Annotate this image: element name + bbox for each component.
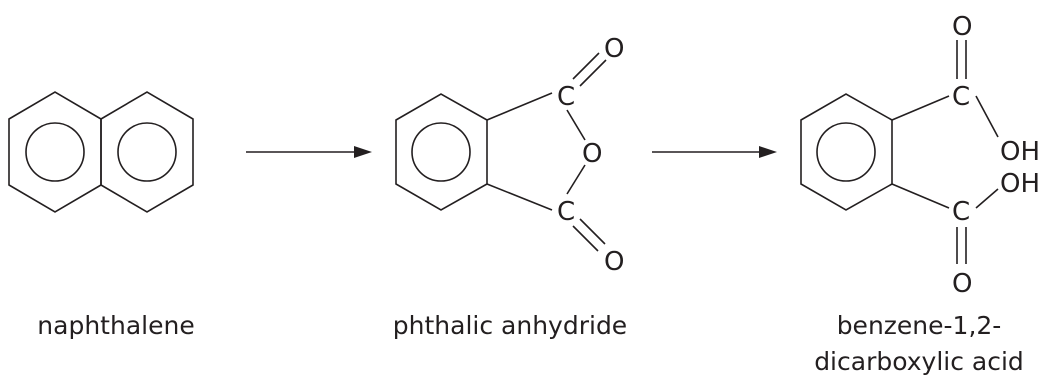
acid-carbon-bottom: C [952,197,970,227]
caption-benzenedicarboxylic-acid: benzene-1,2- dicarboxylic acid [795,308,1043,380]
naphthalene-structure [8,91,194,213]
naphthalene-right-aromatic-circle [117,122,177,182]
phthalic-aromatic-circle [411,122,471,182]
acid-carbonyl-oxygen-top: O [952,12,972,42]
acid-hydroxyl-bottom: OH [1000,169,1040,199]
phthalic-carbonyl-oxygen-top: O [604,34,624,64]
caption-phthalic-anhydride: phthalic anhydride [392,311,628,340]
phthalic-benzene-ring [395,93,488,211]
acid-carbonyl-oxygen-bottom: O [952,269,972,299]
acid-aromatic-circle [816,122,876,182]
phthalic-carbon-bottom: C [557,197,575,227]
naphthalene-left-ring [8,91,102,213]
reaction-arrow-1 [246,146,372,158]
naphthalene-left-aromatic-circle [25,122,85,182]
acid-benzene-ring [800,93,893,211]
phthalic-carbon-top: C [557,82,575,112]
phthalic-anhydride-structure: C C O O O [395,34,624,277]
acid-hydroxyl-top: OH [1000,137,1040,167]
phthalic-bridge-oxygen: O [582,139,602,169]
caption-acid-line-1: benzene-1,2- [836,311,1002,340]
acid-carbon-top: C [952,82,970,112]
caption-acid-line-2: dicarboxylic acid [814,347,1024,376]
naphthalene-right-ring [100,91,194,213]
reaction-arrow-2 [652,146,777,158]
caption-naphthalene: naphthalene [37,311,195,340]
phthalic-carbonyl-oxygen-bottom: O [604,247,624,277]
benzenedicarboxylic-acid-structure: C C O O OH OH [800,12,1040,299]
